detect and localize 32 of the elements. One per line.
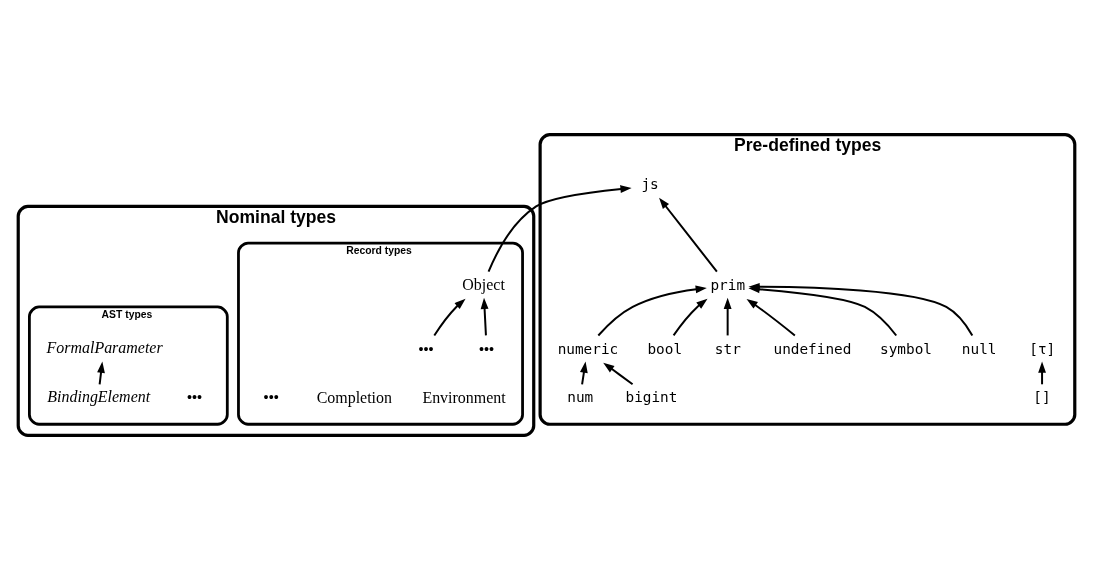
node-text: ••• xyxy=(187,389,203,406)
node-text: numeric xyxy=(557,340,619,357)
node-text: Completion xyxy=(316,388,393,406)
node-text: FormalParameter xyxy=(46,339,163,357)
arrow xyxy=(480,297,489,337)
node-text: undefined xyxy=(773,340,852,357)
arrow xyxy=(746,299,796,337)
node-text: str xyxy=(714,340,741,357)
node-text: js xyxy=(641,176,659,193)
node-text: num xyxy=(567,389,594,406)
arrow xyxy=(487,185,632,273)
arrow xyxy=(723,297,732,337)
node-text: ••• xyxy=(263,389,279,406)
arrow xyxy=(580,361,588,386)
arrow xyxy=(748,285,898,337)
arrow xyxy=(597,285,707,337)
arrow xyxy=(672,298,708,337)
node-text: null xyxy=(961,340,997,357)
node-text: bool xyxy=(647,340,683,357)
arrow xyxy=(433,298,466,337)
node-text: ••• xyxy=(479,340,495,357)
arrow xyxy=(659,197,718,273)
arrow xyxy=(603,362,634,386)
node-text: [τ] xyxy=(1029,340,1056,357)
node-text: [] xyxy=(1033,389,1051,406)
node-text: Environment xyxy=(422,388,506,406)
node-text: Object xyxy=(462,276,505,294)
node-text: symbol xyxy=(880,340,932,357)
node-text: ••• xyxy=(418,340,434,357)
node-text: bigint xyxy=(625,389,678,406)
node-text: prim xyxy=(710,276,746,293)
node-text: BindingElement xyxy=(47,387,151,405)
